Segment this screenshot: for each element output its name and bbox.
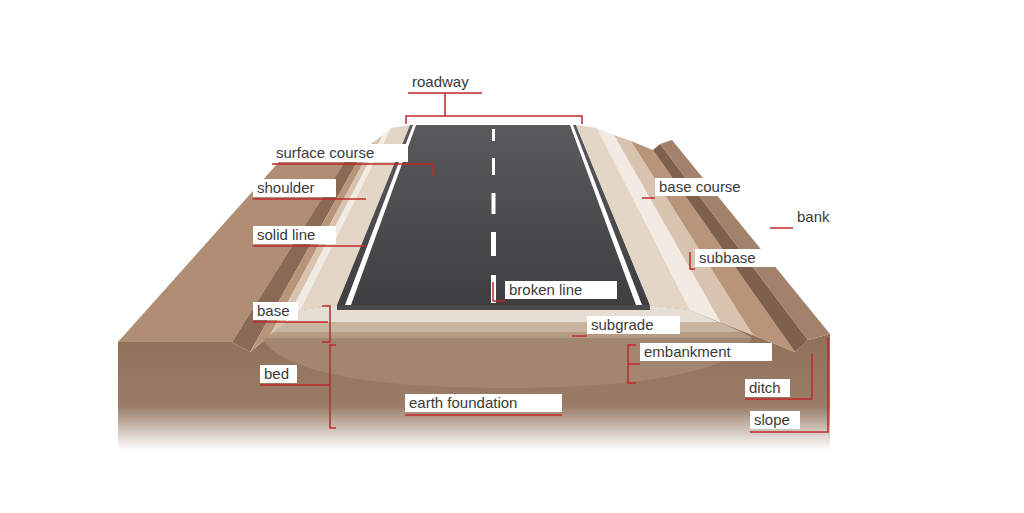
part-label: subbase: [695, 249, 785, 267]
far-fade: [0, 110, 1024, 170]
part-label: slope: [750, 411, 800, 429]
leader-lines: [253, 93, 828, 432]
part-label: surface course: [272, 144, 408, 162]
surface-course-front: [337, 305, 650, 310]
part-label: bank: [793, 208, 846, 226]
part-label: embankment: [640, 343, 772, 361]
slope-top: [250, 141, 375, 352]
part-label: earth foundation: [405, 394, 562, 412]
part-label: subgrade: [587, 316, 680, 334]
part-label: roadway: [408, 73, 482, 91]
bank-top: [118, 145, 355, 342]
part-label: ditch: [745, 379, 790, 397]
part-label: bed: [260, 365, 297, 383]
part-label: shoulder: [253, 179, 336, 197]
part-label: solid line: [253, 226, 336, 244]
part-label: base: [253, 302, 298, 320]
part-label: broken line: [505, 281, 617, 299]
part-label: base course: [655, 178, 775, 196]
